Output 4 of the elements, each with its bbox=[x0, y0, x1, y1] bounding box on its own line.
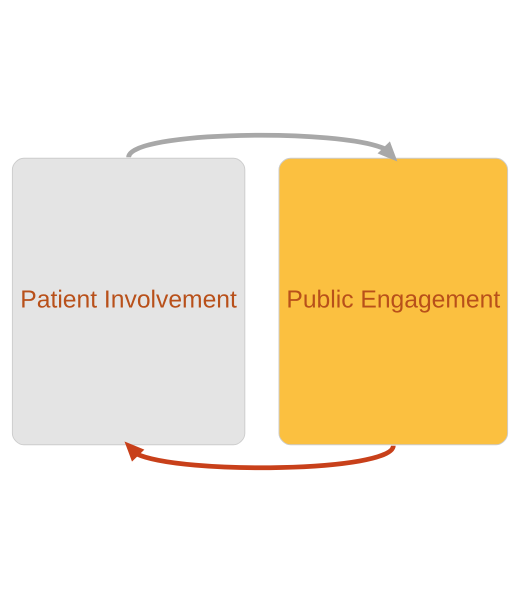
node-box: Patient Involvement bbox=[12, 157, 246, 445]
arrow bbox=[124, 440, 396, 470]
arrow bbox=[126, 132, 398, 162]
node-box: Public Engagement bbox=[278, 157, 508, 445]
